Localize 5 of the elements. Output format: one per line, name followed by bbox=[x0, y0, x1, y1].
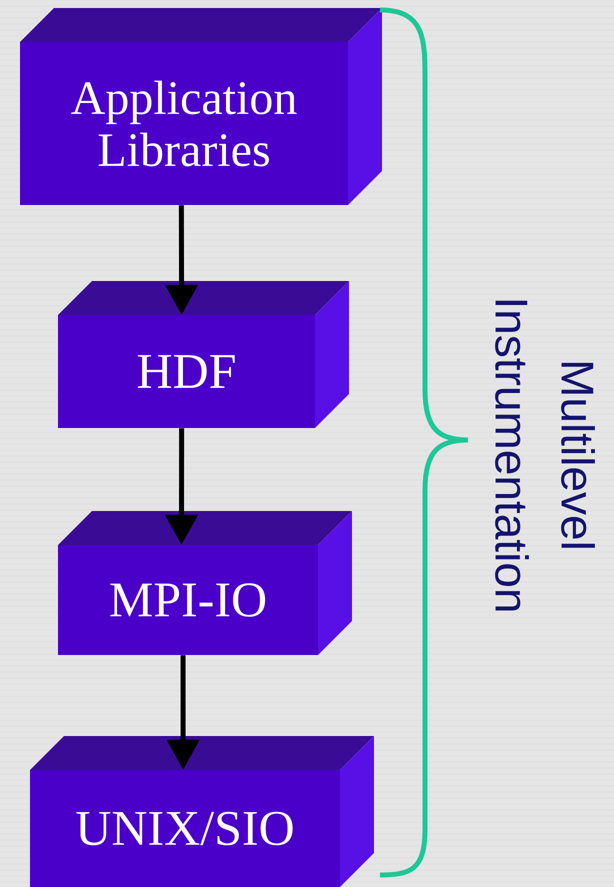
side-label: Multilevel Instrumentation bbox=[495, 300, 595, 611]
block-box: Application Libraries bbox=[20, 8, 382, 205]
block-box: UNIX/SIO bbox=[30, 736, 374, 887]
block-box: HDF bbox=[58, 281, 349, 428]
block-box: MPI-IO bbox=[58, 511, 352, 655]
